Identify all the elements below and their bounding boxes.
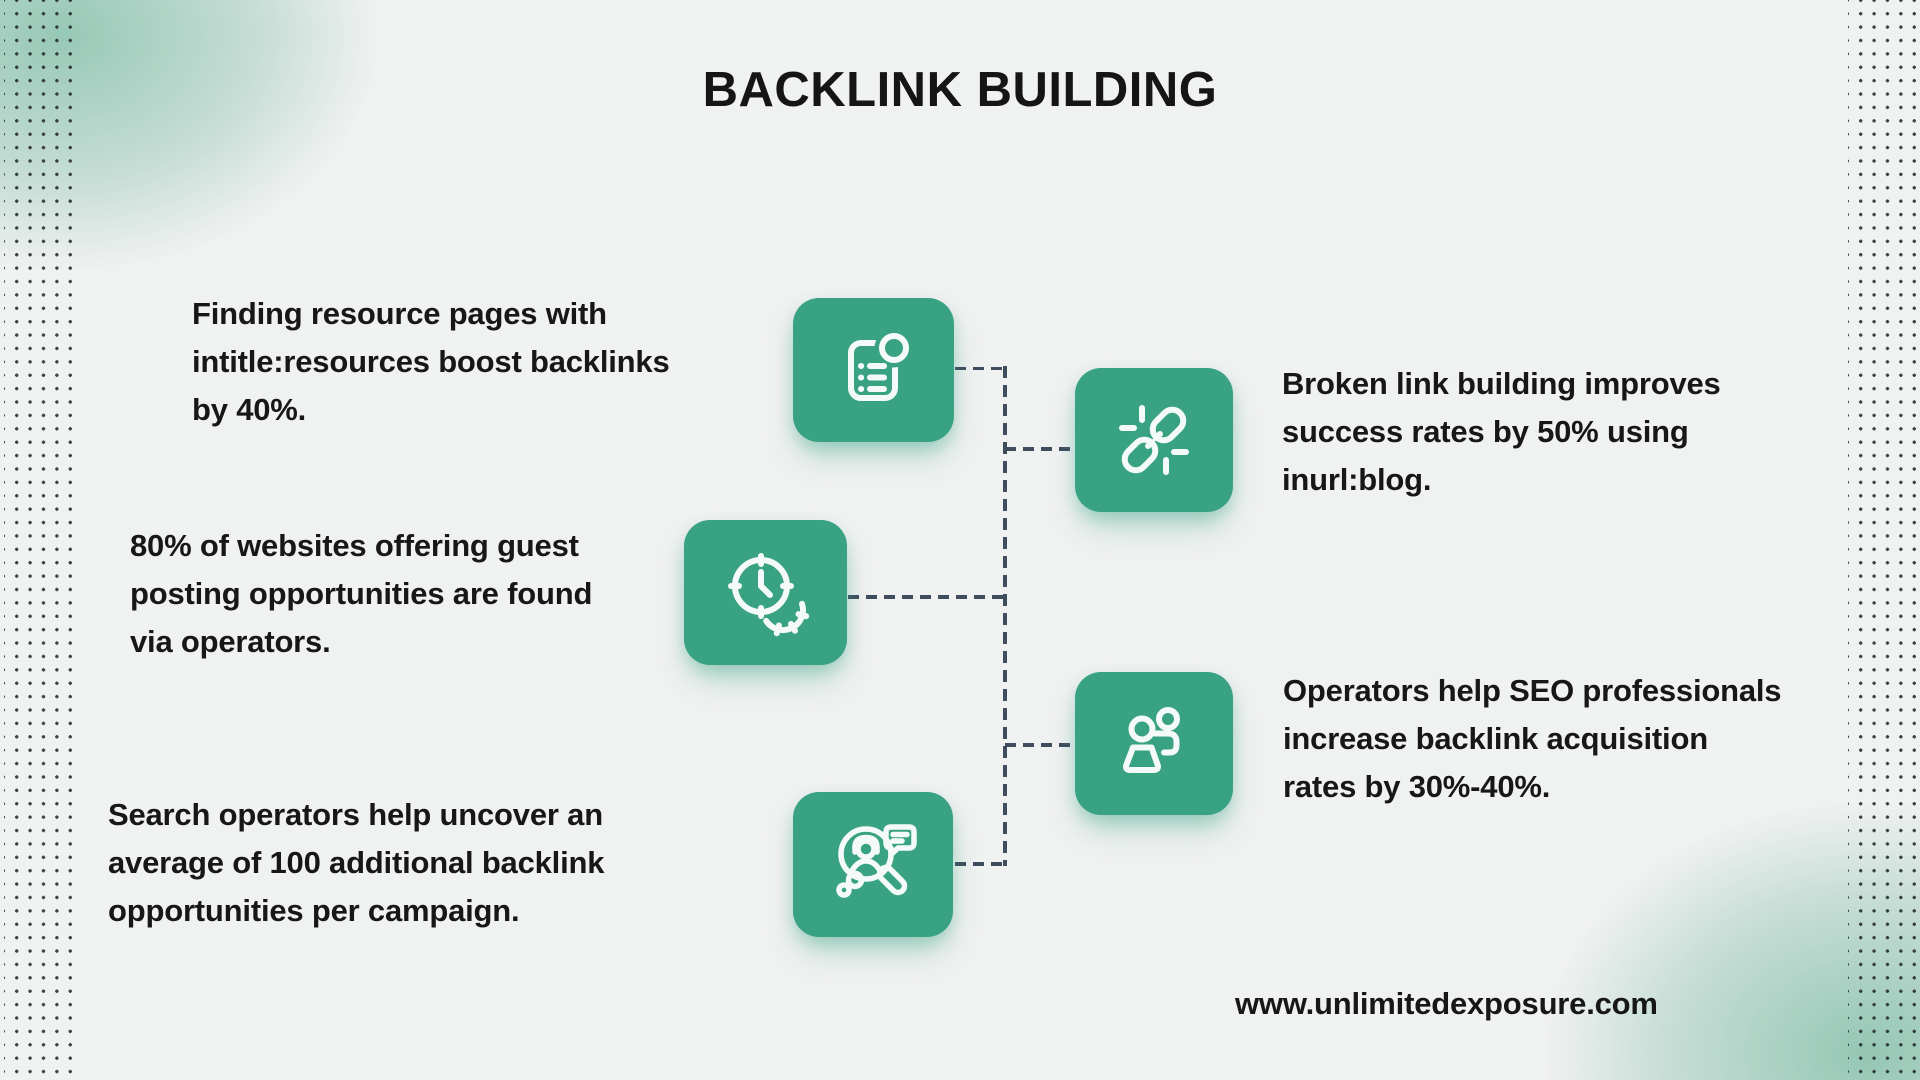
fact-tile-guest-posting	[684, 520, 847, 665]
people-icon	[1123, 706, 1180, 773]
dot-pattern-right	[1848, 0, 1920, 1080]
fact-text-broken-link: Broken link building improves success ra…	[1282, 366, 1721, 497]
fact-tile-search-operators	[793, 792, 953, 937]
connector-people-branch	[1005, 743, 1075, 747]
fact-tile-seo-professionals	[1075, 672, 1233, 815]
page-title: BACKLINK BUILDING	[702, 63, 1218, 117]
search-profile-icon	[836, 823, 917, 898]
connector-vertical-spine	[1003, 366, 1007, 866]
dot-pattern-left	[4, 0, 76, 1080]
clock-icon	[727, 552, 809, 636]
connector-clock-branch	[848, 595, 1005, 599]
document-list-icon	[847, 328, 913, 401]
fact-text-seo-professionals: Operators help SEO professionals increas…	[1283, 673, 1782, 804]
connector-broken-link-branch	[1005, 447, 1075, 451]
fact-text-guest-posting: 80% of websites offering guest posting o…	[130, 528, 593, 659]
fact-text-resource-pages: Finding resource pages with intitle:reso…	[192, 296, 670, 427]
fact-tile-broken-link	[1075, 368, 1233, 512]
fact-tile-resource-pages	[793, 298, 954, 442]
fact-text-search-operators: Search operators help uncover an average…	[108, 797, 605, 928]
connector-search-branch	[955, 862, 1005, 866]
footer-website-url: www.unlimitedexposure.com	[1235, 986, 1658, 1021]
broken-link-icon	[1119, 405, 1189, 475]
connector-document-branch	[955, 366, 1005, 370]
